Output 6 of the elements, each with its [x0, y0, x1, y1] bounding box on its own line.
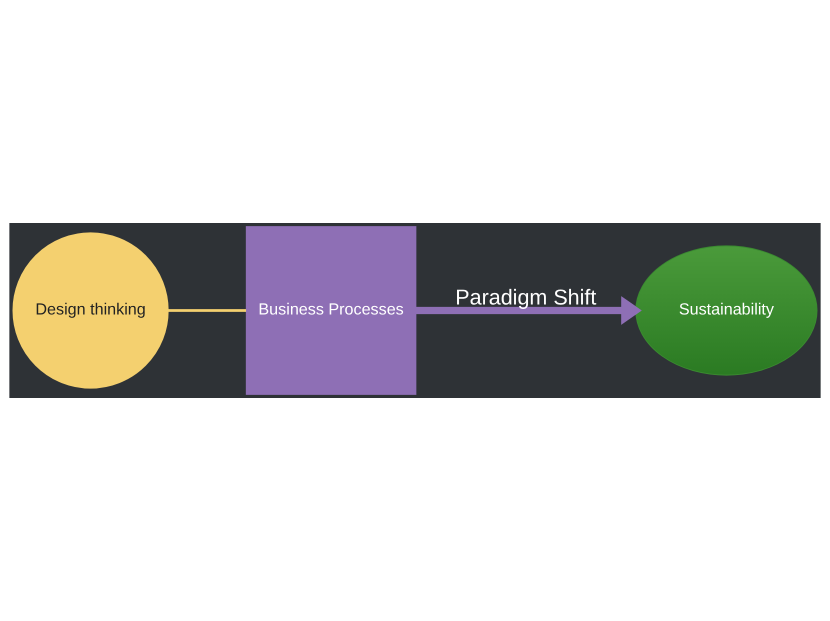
node-ellipse: Sustainability [635, 245, 818, 376]
node-box: Business Processes [246, 226, 416, 395]
arrow [416, 296, 642, 325]
node-circle: Design thinking [12, 232, 169, 389]
connector [168, 309, 246, 312]
edge-label: Paradigm Shift [455, 285, 596, 310]
